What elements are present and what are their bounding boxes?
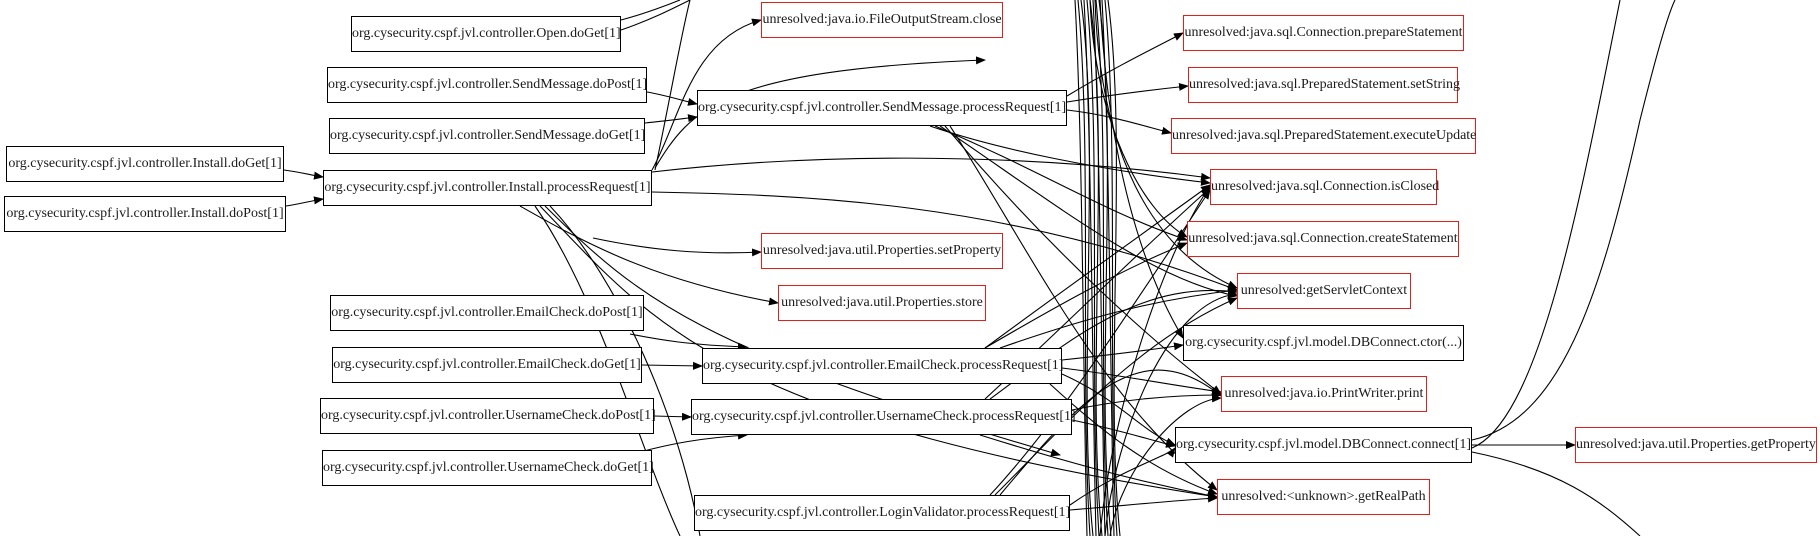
edge-38 (1071, 391, 1222, 411)
edge-22 (1066, 82, 1189, 103)
node-loginvalidator-processrequest[interactable]: org.cysecurity.cspf.jvl.controller.Login… (694, 495, 1070, 531)
node-properties-store[interactable]: unresolved:java.util.Properties.store (778, 285, 986, 321)
edge-23 (1066, 109, 1172, 135)
node-open-doget[interactable]: org.cysecurity.cspf.jvl.controller.Open.… (351, 16, 621, 52)
node-install-doget[interactable]: org.cysecurity.cspf.jvl.controller.Insta… (6, 146, 284, 182)
node-install-dopost[interactable]: org.cysecurity.cspf.jvl.controller.Insta… (4, 196, 286, 232)
edge-56 (1104, 0, 1118, 536)
node-emailcheck-dopost[interactable]: org.cysecurity.cspf.jvl.controller.Email… (330, 295, 644, 331)
edge-50 (1086, 0, 1100, 536)
edge-21 (1066, 32, 1184, 97)
edge-65 (1471, 0, 1676, 441)
edge-18 (620, 0, 681, 21)
node-properties-getproperty[interactable]: unresolved:java.util.Properties.getPrope… (1575, 427, 1817, 463)
edge-7 (639, 431, 748, 453)
edge-4 (629, 333, 748, 351)
edge-42 (994, 297, 1238, 496)
edge-3 (644, 114, 698, 124)
edge-32 (1061, 342, 1184, 361)
edge-26 (939, 125, 1238, 299)
edge-11 (519, 205, 779, 306)
edge-20 (654, 0, 691, 171)
node-emailcheck-doget[interactable]: org.cysecurity.cspf.jvl.controller.Email… (332, 347, 642, 383)
node-usernamecheck-doget[interactable]: org.cysecurity.cspf.jvl.controller.Usern… (322, 450, 654, 486)
node-properties-setproperty[interactable]: unresolved:java.util.Properties.setPrope… (761, 233, 1003, 269)
edge-39 (1071, 419, 1176, 448)
node-preparedstatement-setstring[interactable]: unresolved:java.sql.PreparedStatement.se… (1188, 67, 1460, 103)
edge-60 (1099, 0, 1184, 339)
edge-33 (1061, 367, 1222, 395)
edge-44 (1069, 494, 1218, 511)
edge-8 (651, 18, 762, 171)
edge-0 (283, 169, 324, 180)
node-preparedstatement-executeupdate[interactable]: unresolved:java.sql.PreparedStatement.ex… (1171, 118, 1476, 154)
edge-59 (1094, 0, 1238, 289)
edge-13 (651, 191, 1238, 291)
edge-5 (641, 361, 703, 370)
edge-52 (1092, 0, 1106, 536)
node-sendmessage-doget[interactable]: org.cysecurity.cspf.jvl.controller.SendM… (329, 118, 645, 154)
edge-46 (1074, 0, 1088, 536)
edge-47 (1077, 0, 1091, 536)
node-sendmessage-processrequest[interactable]: org.cysecurity.cspf.jvl.controller.SendM… (697, 90, 1067, 126)
node-unknown-getrealpath[interactable]: unresolved:<unknown>.getRealPath (1217, 479, 1430, 515)
edge-6 (653, 412, 692, 421)
node-dbconnect-connect[interactable]: org.cysecurity.cspf.jvl.model.DBConnect.… (1175, 427, 1472, 463)
node-emailcheck-processrequest[interactable]: org.cysecurity.cspf.jvl.controller.Email… (702, 348, 1063, 384)
edge-62 (1104, 290, 1238, 536)
edge-1 (285, 196, 324, 207)
edge-31 (999, 287, 1238, 349)
node-usernamecheck-processrequest[interactable]: org.cysecurity.cspf.jvl.controller.Usern… (691, 399, 1076, 435)
edge-58 (1089, 0, 1188, 238)
node-fileoutputstream-close[interactable]: unresolved:java.io.FileOutputStream.clos… (761, 2, 1003, 38)
node-dbconnect-ctor[interactable]: org.cysecurity.cspf.jvl.model.DBConnect.… (1183, 325, 1464, 361)
node-getservletcontext[interactable]: unresolved:getServletContext (1237, 273, 1411, 309)
node-connection-preparestatement[interactable]: unresolved:java.sql.Connection.prepareSt… (1183, 15, 1464, 51)
edge-61 (1099, 185, 1211, 536)
edge-12 (651, 157, 1211, 181)
edge-57 (1107, 0, 1121, 536)
edge-16 (549, 205, 701, 536)
edge-45 (999, 369, 1222, 496)
edge-24 (929, 125, 1211, 186)
node-connection-isclosed[interactable]: unresolved:java.sql.Connection.isClosed (1210, 169, 1439, 205)
node-usernamecheck-dopost[interactable]: org.cysecurity.cspf.jvl.controller.Usern… (320, 398, 656, 434)
edge-10 (592, 237, 762, 257)
edge-67 (1471, 451, 1641, 536)
edge-49 (1083, 0, 1097, 536)
edge-66 (1471, 0, 1621, 449)
node-printwriter-print[interactable]: unresolved:java.io.PrintWriter.print (1221, 376, 1427, 412)
node-connection-createstatement[interactable]: unresolved:java.sql.Connection.createSta… (1187, 221, 1459, 257)
edge-2 (646, 91, 698, 106)
edge-19 (620, 0, 691, 31)
edge-25 (934, 125, 1188, 241)
node-sendmessage-dopost[interactable]: org.cysecurity.cspf.jvl.controller.SendM… (327, 67, 647, 103)
node-install-processrequest[interactable]: org.cysecurity.cspf.jvl.controller.Insta… (323, 170, 652, 206)
edge-63 (1109, 394, 1222, 536)
